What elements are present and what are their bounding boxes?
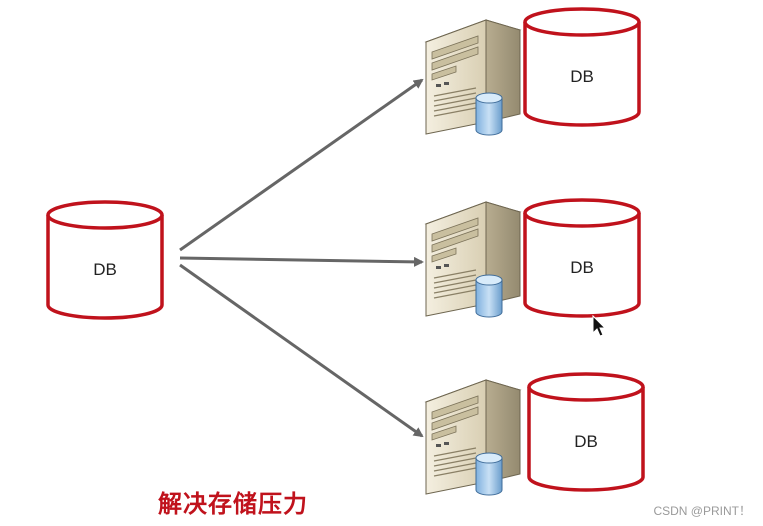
server-with-database-icon (425, 379, 521, 496)
replica-db-2: DB (523, 198, 641, 318)
watermark: CSDN @PRINT！ (653, 504, 751, 518)
server-with-database-icon (425, 201, 521, 318)
replica-db-label: DB (570, 67, 594, 86)
replica-db-3: DB (527, 372, 645, 492)
source-db: DB (46, 200, 164, 320)
arrows (179, 78, 424, 438)
server-with-database-icon (425, 19, 521, 136)
replica-db-label: DB (574, 432, 598, 451)
arrow-to-replica-1 (179, 78, 424, 252)
replica-node-3: DB (425, 372, 645, 496)
arrow-to-replica-3 (179, 263, 424, 438)
replica-db-label: DB (570, 258, 594, 277)
diagram-caption: 解决存储压力 (158, 490, 308, 518)
arrow-to-replica-2 (179, 256, 424, 267)
mouse-pointer-icon (592, 314, 607, 337)
replica-node-2: DB (425, 198, 641, 318)
replica-node-1: DB (425, 7, 641, 136)
source-db-label: DB (93, 260, 117, 279)
replica-db-1: DB (523, 7, 641, 127)
